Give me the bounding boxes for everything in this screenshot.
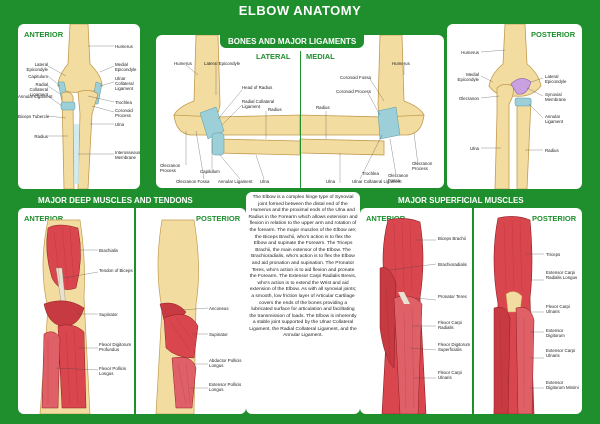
label-radius: Radius [34,134,48,139]
label-fcr: Flexor Carpi Radialis [438,320,462,330]
label-biceps-tubercle: Biceps Tubercle [18,114,50,119]
label-ulna: Ulna [115,122,125,127]
label-fcu-posterior: Flexor Carpi Ulnaris [546,304,570,314]
label-coronoid-fossa: Coronoid Fossa [340,75,371,80]
label-pronator: Pronator Teres [438,294,467,299]
label-olecranon-process-medial: Olecranon Process [412,161,433,171]
label-fpl: Flexor Pollicis Longus [99,366,127,376]
label-ulna: Ulna [260,179,270,184]
label-fdp: Flexor Digitorum Profundus [99,342,132,352]
label-ulna: Ulna [469,146,479,151]
label-ecrl: Extensor Carpi Radialis Longus [546,270,578,280]
label-olecranon-fossa-medial: Olecranon Fossa [388,173,409,183]
divider [472,208,474,414]
label-lateral-epicondyle: Lateral Epicondyle [204,61,241,66]
label-trochlea: Trochlea [115,100,132,105]
label-synovial: Synovial Membrane [545,92,566,102]
superficial-posterior-illustration [493,216,544,414]
label-olecranon: Olecranon [458,96,479,101]
label-annular: Annular Ligament [545,114,564,124]
label-coronoid-process: Coronoid Process [336,89,371,94]
label-olecranon-process: Olecranon Process [160,163,181,173]
panel-deep-muscles: ANTERIOR POSTERIOR Brachialis Tendon of … [18,208,246,414]
anterior-elbow-bones-illustration [47,24,115,189]
lateral-heading: LATERAL [256,52,291,61]
panel-description [246,192,360,414]
label-brachioradialis: Brachioradialis [438,262,467,267]
label-lateral-epicondyle: Lateral Epicondyle [26,62,48,72]
label-ecu: Extensor Carpi Ulnaris [546,348,576,358]
lateral-elbow-illustration [173,35,301,180]
label-humerus: Humerus [115,44,133,49]
label-edm: Extensor Digitorum Minimi [546,380,579,390]
label-trochlea: Trochlea [362,171,379,176]
label-fds: Flexor Digitorum Superficialis [438,342,471,352]
deep-anterior-illustration [39,219,99,414]
label-radius: Radius [545,148,559,153]
label-epl: Extensor Pollicis Longus [209,382,242,392]
label-apl: Abductor Pollicis Longus [209,358,242,368]
label-humerus: Humerus [174,61,192,66]
divider [300,51,301,188]
label-capitulum: Capitulum [28,74,48,79]
label-coronoid: Coronoid Process [115,108,133,118]
deep-posterior-illustration [155,219,209,414]
label-radius: Radius [268,107,282,112]
anterior-heading: ANTERIOR [366,214,406,223]
label-anconeus: Anconeus [209,306,229,311]
label-annular: Annular Ligament [18,94,53,99]
label-ulna-medial: Ulna [326,179,336,184]
label-biceps: Biceps Brachii [438,236,466,241]
label-radius-medial: Radius [316,105,330,110]
label-supinator-posterior: Supinator [209,332,228,337]
label-humerus-medial: Humerus [392,61,410,66]
label-fcu: Flexor Carpi Ulnaris [438,370,462,380]
panel-heading: POSTERIOR [531,30,576,39]
label-ulnar-collateral: Ulnar Collateral Ligament [352,179,402,184]
label-annular: Annular Ligament [218,179,253,184]
section-heading-deep: MAJOR DEEP MUSCLES AND TENDONS [30,193,201,208]
divider [134,208,136,414]
label-triceps: Triceps [546,252,561,257]
medial-heading: MEDIAL [306,52,335,61]
description-text: The Elbow is a complex hinge type of Syn… [248,195,358,339]
label-radial-collateral: Radial Collateral Ligament [29,82,48,97]
label-medial-epicondyle: Medial Epicondyle [457,72,479,82]
posterior-heading: POSTERIOR [532,214,577,223]
label-ed: Extensor Digitorum [546,328,565,338]
label-capitulum: Capitulum [200,169,220,174]
label-olecranon-fossa: Olecranon Fossa [176,179,210,184]
panel-posterior-bones: POSTERIOR Humerus Medial Epicondyle Olec… [447,24,582,189]
label-ulnar-collateral: Ulnar Collateral Ligament [115,76,134,91]
label-medial-epicondyle: Medial Epicondyle [115,62,137,72]
panel-bones-ligaments: BONES AND MAJOR LIGAMENTS LATERAL MEDIAL… [156,35,444,188]
label-radial-collateral: Radial Collateral Ligament [242,99,275,109]
label-head-radius: Head of Radius [242,85,273,90]
page-title: ELBOW ANATOMY [238,3,362,18]
superficial-anterior-illustration [379,218,437,414]
anterior-heading: ANTERIOR [24,214,64,223]
posterior-elbow-bones-illustration [480,24,544,189]
section-heading: BONES AND MAJOR LIGAMENTS [220,35,365,48]
label-supinator: Supinator [99,312,118,317]
panel-anterior-bones: ANTERIOR La [18,24,140,189]
label-interosseous: Interosseous Membrane [115,150,140,160]
panel-heading: ANTERIOR [24,30,64,39]
label-tendon-biceps: Tendon of Biceps [99,268,133,273]
label-brachialis: Brachialis [99,248,119,253]
label-humerus: Humerus [461,50,479,55]
label-lateral-epicondyle: Lateral Epicondyle [545,74,567,84]
section-heading-superficial: MAJOR SUPERFICIAL MUSCLES [390,193,532,208]
panel-superficial-muscles: ANTERIOR POSTERIOR Biceps Brachii Brachi… [360,208,582,414]
posterior-heading: POSTERIOR [196,214,241,223]
